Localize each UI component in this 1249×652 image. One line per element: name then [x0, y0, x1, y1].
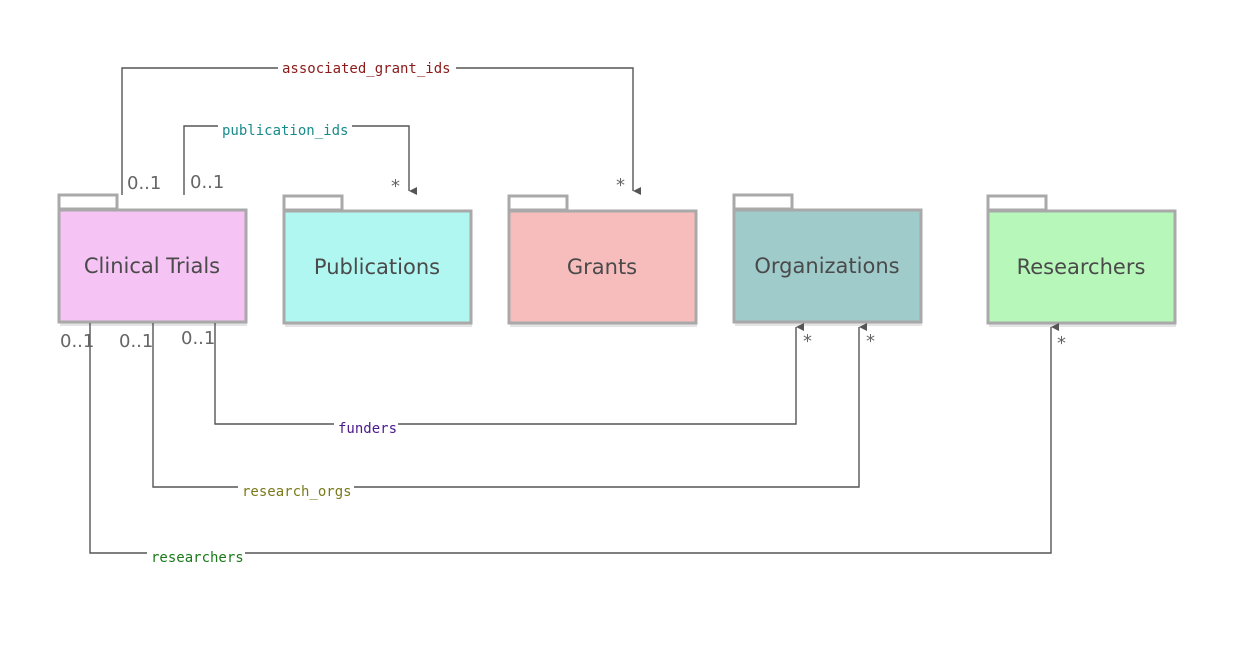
relationship-research-orgs[interactable]: research_orgs 0..1 * [119, 323, 875, 500]
package-tab [282, 194, 344, 212]
target-multiplicity: * [866, 331, 875, 352]
package-body [57, 208, 248, 324]
package-label: Publications [314, 255, 440, 279]
source-multiplicity: 0..1 [119, 331, 153, 352]
relationship-label: publication_ids [222, 123, 348, 139]
source-multiplicity: 0..1 [181, 328, 215, 349]
source-multiplicity: 0..1 [127, 173, 161, 194]
connector-line [89, 323, 1059, 554]
package-organizations[interactable]: Organizations [732, 193, 923, 326]
relationship-publication-ids[interactable]: publication_ids 0..1 * [183, 118, 417, 197]
relationship-associated-grant-ids[interactable]: associated_grant_ids 0..1 * [121, 60, 641, 196]
target-multiplicity: * [616, 175, 625, 196]
target-multiplicity: * [391, 176, 400, 197]
label-background [278, 60, 456, 76]
relationship-label: funders [338, 421, 397, 437]
package-body [986, 209, 1177, 325]
package-label: Researchers [1017, 255, 1146, 279]
package-tab [986, 194, 1048, 212]
relationship-label: researchers [151, 550, 244, 566]
relationship-funders[interactable]: funders 0..1 * [181, 323, 812, 437]
package-tab [507, 194, 569, 212]
package-publications[interactable]: Publications [282, 194, 473, 327]
relationship-label: associated_grant_ids [282, 61, 451, 77]
label-background [334, 418, 398, 434]
package-researchers[interactable]: Researchers [986, 194, 1177, 327]
connector-line [152, 323, 867, 488]
relationship-label: research_orgs [242, 484, 352, 500]
package-label: Grants [567, 255, 637, 279]
label-background [218, 118, 352, 134]
source-multiplicity: 0..1 [190, 172, 224, 193]
package-grants[interactable]: Grants [507, 194, 698, 327]
package-clinical-trials[interactable]: Clinical Trials [57, 193, 248, 326]
package-body [732, 208, 923, 324]
package-label: Clinical Trials [84, 254, 220, 278]
package-tab [732, 193, 794, 211]
package-body [282, 209, 473, 325]
package-tab [57, 193, 119, 211]
target-multiplicity: * [1057, 333, 1066, 354]
package-body [507, 209, 698, 325]
connector-line [214, 323, 804, 425]
source-multiplicity: 0..1 [60, 331, 94, 352]
relationship-researchers[interactable]: researchers 0..1 * [60, 323, 1066, 566]
package-label: Organizations [754, 254, 899, 278]
label-background [147, 547, 245, 563]
target-multiplicity: * [803, 331, 812, 352]
label-background [238, 481, 354, 497]
